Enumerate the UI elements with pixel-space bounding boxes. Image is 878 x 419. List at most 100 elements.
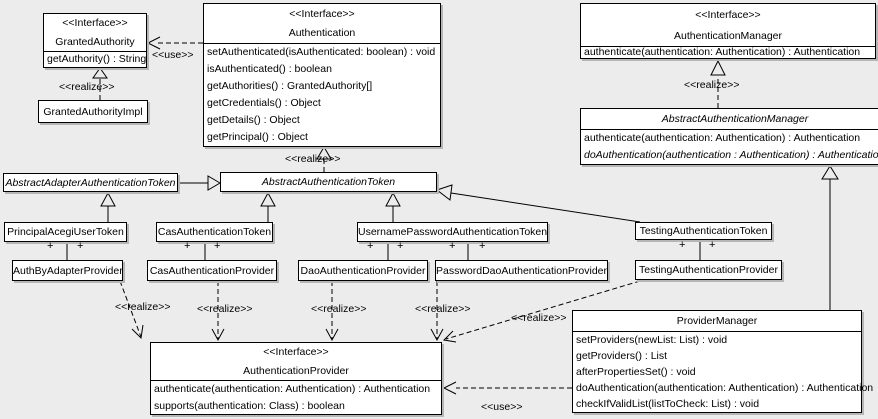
box-title: <<Interface>> AuthenticationProvider	[151, 343, 441, 380]
plus-marker: +	[367, 240, 374, 252]
class-box-auth-by-adapter-provider[interactable]: AuthByAdapterProvider	[12, 260, 123, 281]
method: authenticate(authentication: Authenticat…	[584, 132, 861, 145]
class-name: Authentication	[288, 27, 356, 40]
class-box-username-password-authentication-token[interactable]: UsernamePasswordAuthenticationToken	[357, 222, 548, 242]
realize-label: <<realize>>	[511, 312, 567, 324]
class-name: DaoAuthenticationProvider	[300, 264, 426, 277]
methods-compartment: authenticate(authentication: Authenticat…	[581, 129, 878, 164]
method: checkIfValidList(listToCheck: List) : vo…	[576, 397, 760, 410]
method: getDetails() : Object	[207, 114, 300, 127]
class-box-password-dao-authentication-provider[interactable]: PasswordDaoAuthenticationProvider	[435, 260, 608, 281]
methods-compartment: authenticate(authentication: Authenticat…	[581, 46, 875, 58]
method: setProviders(newList: List) : void	[576, 333, 728, 346]
class-name: GrantedAuthorityImpl	[43, 105, 143, 118]
plus-marker: +	[449, 240, 456, 252]
class-box-cas-authentication-provider[interactable]: CasAuthenticationProvider	[147, 260, 277, 281]
class-name: AuthenticationProvider	[243, 364, 349, 377]
box-title: AbstractAuthenticationManager	[581, 109, 878, 129]
gen-testingtoken-abstracttoken	[450, 192, 641, 223]
box-title: <<Interface>> Authentication	[204, 4, 440, 43]
class-name: AuthenticationManager	[674, 29, 782, 42]
box-title: <<Interface>> GrantedAuthority	[44, 14, 146, 51]
plus-marker: +	[479, 240, 486, 252]
class-name: CasAuthenticationToken	[157, 226, 272, 238]
method: getAuthority() : String	[47, 53, 147, 66]
class-name: PasswordDaoAuthenticationProvider	[436, 264, 608, 277]
class-box-testing-authentication-token[interactable]: TestingAuthenticationToken	[635, 222, 772, 240]
realize-label: <<realize>>	[59, 81, 115, 93]
open-arrow	[146, 36, 161, 50]
method: getAuthorities() : GrantedAuthority[]	[207, 80, 373, 93]
realize-label: <<realize>>	[115, 301, 171, 313]
class-box-authentication-manager[interactable]: <<Interface>> AuthenticationManager auth…	[580, 3, 876, 59]
class-name: AbstractAuthenticationToken	[261, 176, 396, 188]
box-title: <<Interface>> AuthenticationManager	[581, 4, 875, 46]
method: isAuthenticated() : boolean	[207, 63, 332, 76]
class-box-abstract-adapter-authentication-token[interactable]: AbstractAdapterAuthenticationToken	[3, 173, 178, 192]
class-box-provider-manager[interactable]: ProviderManager setProviders(newList: Li…	[572, 310, 874, 413]
realize-label: <<realize>>	[285, 153, 341, 165]
class-box-abstract-authentication-token[interactable]: AbstractAuthenticationToken	[220, 172, 437, 192]
realize-label: <<realize>>	[415, 303, 471, 315]
open-arrow	[325, 328, 339, 342]
gen-arrow	[435, 184, 453, 201]
method: getCredentials() : Object	[207, 97, 321, 110]
method: doAuthentication(authentication: Authent…	[576, 381, 874, 394]
realize-label: <<realize>>	[684, 79, 740, 91]
plus-marker: +	[679, 239, 686, 251]
class-box-cas-authentication-token[interactable]: CasAuthenticationToken	[156, 222, 273, 242]
stereotype-label: <<Interface>>	[263, 346, 329, 359]
open-arrow	[211, 328, 225, 342]
method: setAuthenticated(isAuthenticated: boolea…	[207, 46, 436, 59]
plus-marker: +	[709, 239, 716, 251]
class-name: AuthByAdapterProvider	[13, 264, 123, 277]
method: getProviders() : List	[576, 349, 668, 362]
gen-arrow	[207, 175, 221, 191]
class-box-abstract-authentication-manager[interactable]: AbstractAuthenticationManager authentica…	[580, 108, 878, 165]
realize-arrow	[710, 59, 726, 76]
gen-arrow	[260, 191, 276, 207]
class-box-authentication-provider[interactable]: <<Interface>> AuthenticationProvider aut…	[150, 342, 442, 415]
class-name: AbstractAuthenticationManager	[661, 113, 809, 125]
methods-compartment: setAuthenticated(isAuthenticated: boolea…	[204, 43, 440, 146]
class-box-principal-acegi-user-token[interactable]: PrincipalAcegiUserToken	[4, 222, 127, 242]
plus-marker: +	[77, 240, 84, 252]
method: supports(authentication: Class) : boolea…	[154, 399, 345, 412]
stereotype-label: <<Interface>>	[695, 8, 761, 21]
class-name: GrantedAuthority	[55, 35, 135, 48]
method: afterPropertiesSet() : void	[576, 365, 696, 378]
class-name: TestingAuthenticationToken	[639, 225, 768, 237]
realize-label: <<realize>>	[197, 303, 253, 315]
method: getPrincipal() : Object	[207, 131, 308, 144]
box-title: ProviderManager	[573, 311, 861, 331]
class-box-authentication[interactable]: <<Interface>> Authentication setAuthenti…	[203, 3, 441, 147]
class-name: AbstractAdapterAuthenticationToken	[5, 176, 176, 189]
gen-arrow	[385, 191, 401, 207]
class-name: CasAuthenticationProvider	[149, 264, 275, 277]
realize-label: <<realize>>	[311, 303, 367, 315]
open-arrow	[430, 328, 444, 342]
method: doAuthentication(authentication : Authen…	[584, 149, 878, 162]
method: authenticate(authentication: Authenticat…	[584, 46, 861, 59]
plus-marker: +	[397, 240, 404, 252]
stereotype-label: <<Interface>>	[62, 17, 128, 30]
realize-authbyadapter-authprovider	[119, 280, 142, 338]
gen-arrow	[100, 191, 116, 207]
class-box-testing-authentication-provider[interactable]: TestingAuthenticationProvider	[635, 260, 782, 280]
use-label: <<use>>	[481, 401, 523, 413]
plus-marker: +	[47, 240, 54, 252]
open-arrow	[442, 381, 457, 395]
open-arrow	[442, 330, 457, 343]
plus-marker: +	[184, 240, 191, 252]
class-box-granted-authority-impl[interactable]: GrantedAuthorityImpl	[38, 100, 148, 123]
class-name: TestingAuthenticationProvider	[639, 264, 778, 276]
method: authenticate(authentication: Authenticat…	[154, 383, 431, 395]
class-box-granted-authority[interactable]: <<Interface>> GrantedAuthority getAuthor…	[43, 13, 147, 68]
open-arrow	[131, 324, 144, 340]
class-name: UsernamePasswordAuthenticationToken	[358, 226, 548, 238]
gen-arrow	[821, 165, 839, 180]
stereotype-label: <<Interface>>	[289, 7, 355, 20]
class-box-dao-authentication-provider[interactable]: DaoAuthenticationProvider	[298, 260, 428, 281]
